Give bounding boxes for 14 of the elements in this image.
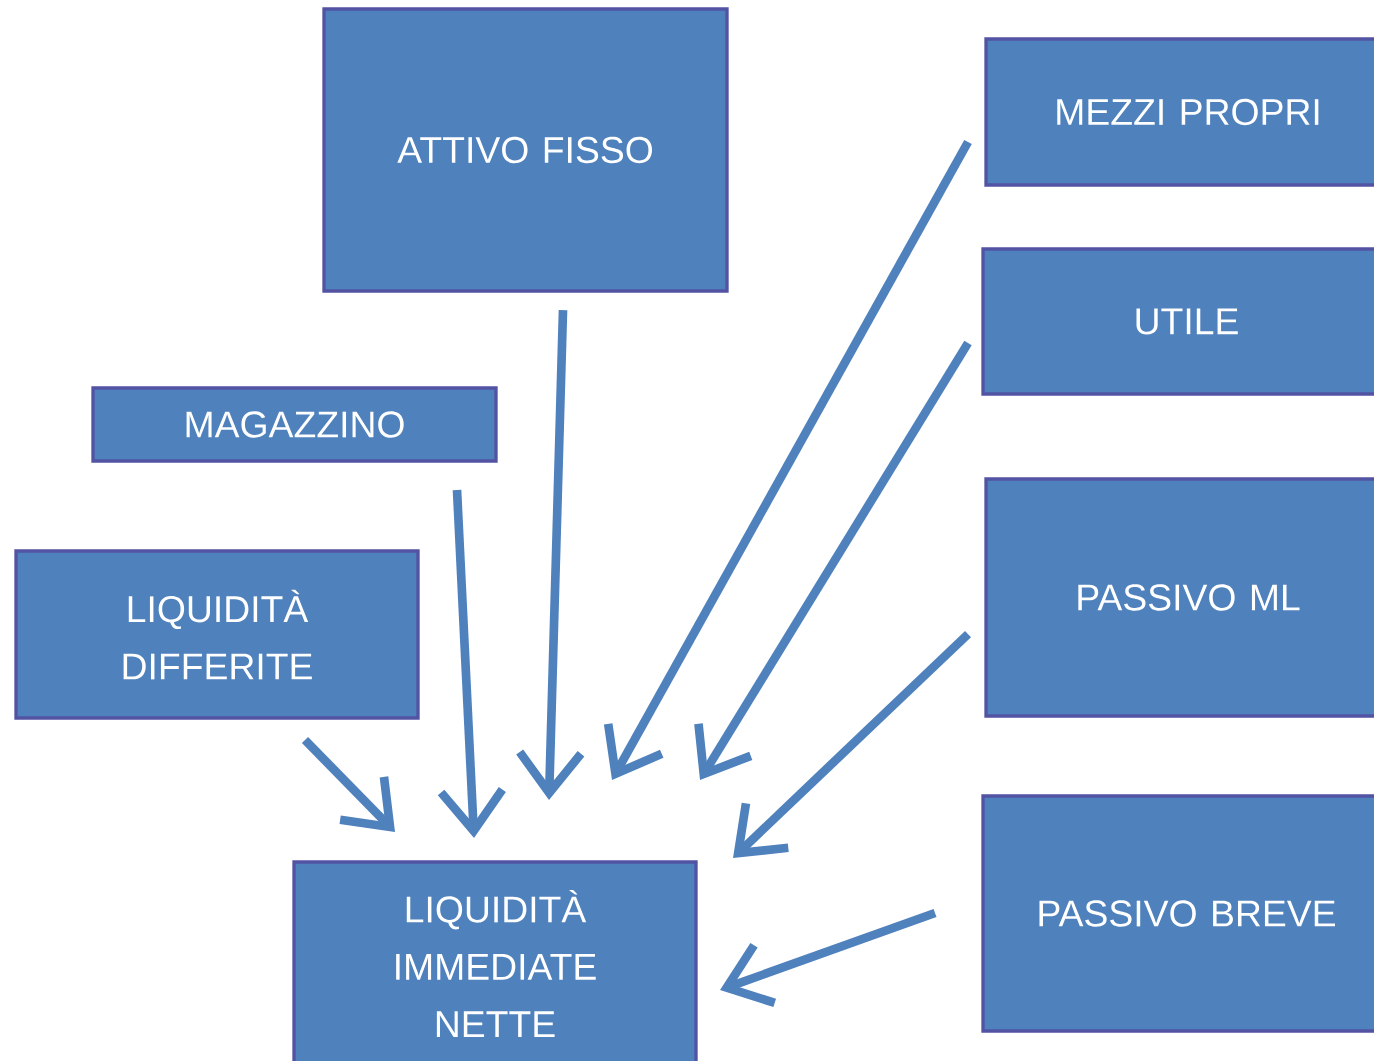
arrow: [720, 908, 937, 1008]
process-box: PASSIVO ML: [984, 477, 1374, 718]
process-box: UTILE: [981, 247, 1374, 396]
process-box: MAGAZZINO: [91, 386, 498, 463]
arrow: [603, 139, 972, 780]
arrow: [694, 340, 972, 780]
arrow: [437, 489, 506, 838]
process-box: LIQUIDITÀ IMMEDIATE NETTE: [292, 860, 698, 1061]
process-box: PASSIVO BREVE: [981, 794, 1374, 1033]
arrow: [733, 630, 971, 858]
process-box: LIQUIDITÀ DIFFERITE: [14, 549, 420, 720]
process-box: ATTIVO FISSO: [322, 7, 729, 293]
process-box: MEZZI PROPRI: [984, 37, 1374, 187]
arrow: [516, 309, 585, 800]
